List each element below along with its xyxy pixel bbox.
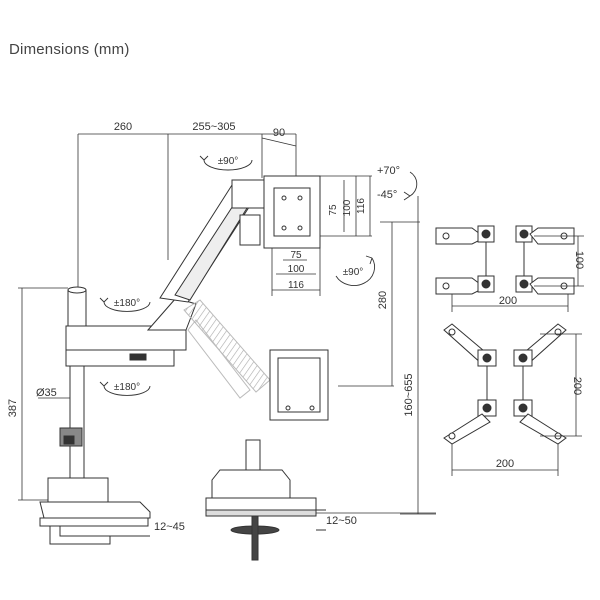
rotation-arrow-top xyxy=(199,155,253,171)
adapter-dim-100: 100 xyxy=(573,251,585,269)
monitor-arm xyxy=(65,179,267,367)
rotation-panel: ±90° xyxy=(343,267,364,278)
dim-90: 90 xyxy=(273,127,285,139)
adapter-small-dims xyxy=(451,235,584,312)
dim-387: 387 xyxy=(7,399,19,417)
dim-12-50: 12~50 xyxy=(326,515,357,527)
dim-75-horizontal: 75 xyxy=(290,250,302,261)
dim-280: 280 xyxy=(377,291,389,309)
dim-75-vertical: 75 xyxy=(328,204,339,216)
rotation-swivel-top: ±90° xyxy=(218,156,239,167)
vesa-adapter-large xyxy=(443,323,567,445)
rotation-tilt-up: +70° xyxy=(377,165,400,177)
rotation-arrow-arm-lower xyxy=(99,381,151,396)
mount-pole xyxy=(59,286,87,489)
dim-116-horizontal: 116 xyxy=(288,280,304,291)
dim-100-horizontal: 100 xyxy=(288,264,305,275)
dim-12-45: 12~45 xyxy=(154,521,185,533)
adapter-dim-200-vertical: 200 xyxy=(571,377,583,395)
tilt-arrow xyxy=(403,171,418,201)
rotation-arrow-arm-upper xyxy=(99,297,151,312)
rotation-arm-upper: ±180° xyxy=(114,298,140,309)
dim-160-655: 160~655 xyxy=(403,373,415,416)
height-dims-left xyxy=(18,287,70,501)
rotate-panel-arrow xyxy=(335,255,376,286)
dim-260: 260 xyxy=(114,121,132,133)
adapter-dim-200-bottom: 200 xyxy=(496,458,514,470)
grommet-mount xyxy=(205,439,326,561)
dim-100-vertical: 100 xyxy=(342,199,353,216)
adapter-large-dims xyxy=(451,333,582,476)
rotation-arm-lower: ±180° xyxy=(114,382,140,393)
dim-255-305: 255~305 xyxy=(192,121,235,133)
dim-diameter-35: Ø35 xyxy=(36,387,57,399)
desk-clamp-left xyxy=(39,477,151,545)
lowered-screen-plate xyxy=(269,349,329,421)
diagram-title: Dimensions (mm) xyxy=(9,41,130,58)
dim-116-vertical: 116 xyxy=(356,198,367,214)
rotation-tilt-down: -45° xyxy=(377,189,397,201)
adapter-dim-200-top: 200 xyxy=(499,295,517,307)
vesa-vertical-dims xyxy=(320,175,372,237)
arm-lowered-ghost xyxy=(183,299,271,399)
vesa-horizontal-dims xyxy=(271,248,321,296)
top-dimension-lines xyxy=(77,133,297,290)
upper-screen-plate xyxy=(263,175,321,249)
